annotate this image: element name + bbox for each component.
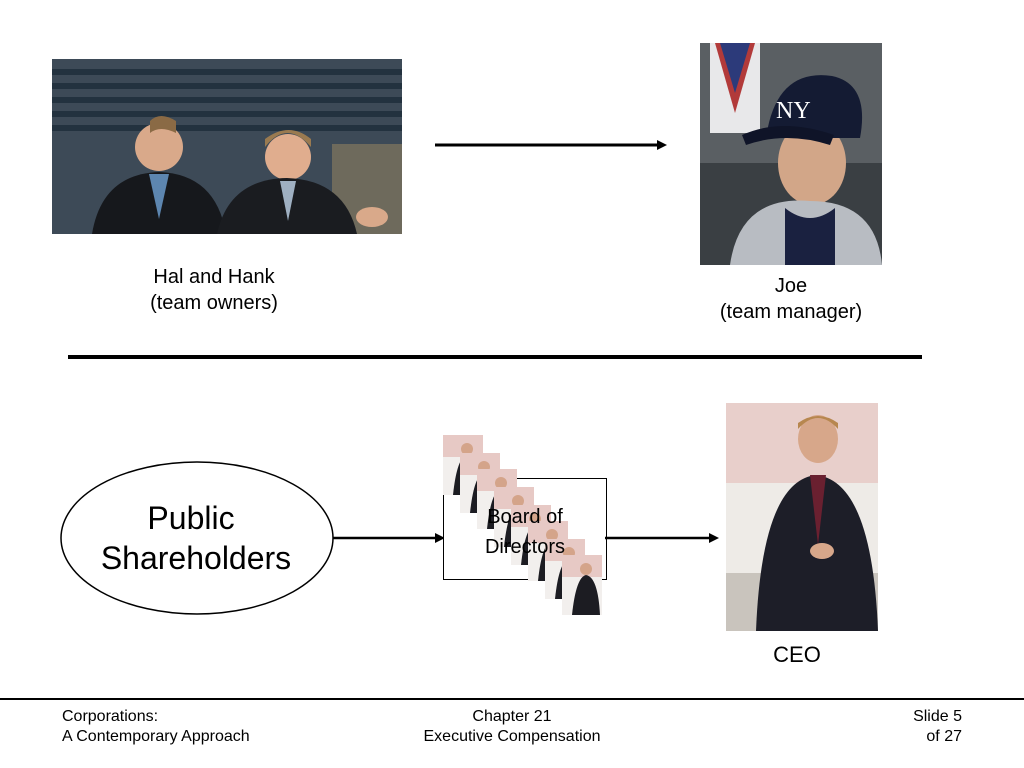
shareholders-to-board-arrow (333, 533, 445, 543)
board-to-ceo-arrow (605, 533, 719, 543)
footer-center-line2: Executive Compensation (423, 728, 601, 745)
owners-caption-line1: Hal and Hank (153, 266, 275, 288)
footer-divider (0, 698, 1024, 700)
footer-right-line2: of 27 (926, 728, 962, 745)
footer-right: Slide 5 of 27 (762, 707, 962, 747)
owners-caption: Hal and Hank (team owners) (104, 264, 324, 316)
ceo-caption: CEO (773, 642, 821, 667)
svg-text:NY: NY (776, 98, 811, 124)
board-line1: Board of (487, 506, 563, 528)
manager-caption-line1: Joe (774, 275, 808, 297)
manager-caption: Joe (team manager) (681, 273, 901, 325)
manager-caption-line2: (team manager) (719, 301, 863, 323)
shareholders-line1: Public (147, 500, 235, 536)
section-divider (68, 355, 922, 359)
ceo-photo (726, 403, 878, 631)
footer-center: Chapter 21 Executive Compensation (362, 707, 662, 747)
footer-left-line2: A Contemporary Approach (62, 728, 250, 745)
footer-left-line1: Corporations: (62, 708, 159, 725)
shareholders-label: Public Shareholders (80, 498, 312, 578)
board-label: Board of Directors (462, 502, 588, 562)
manager-photo: NY (700, 43, 882, 265)
footer-right-line1: Slide 5 (913, 708, 962, 725)
owners-to-manager-arrow (435, 140, 667, 150)
footer-center-line1: Chapter 21 (472, 708, 552, 725)
footer-left: Corporations: A Contemporary Approach (62, 707, 362, 747)
owners-caption-line2: (team owners) (150, 292, 278, 314)
board-line2: Directors (484, 536, 565, 558)
owners-photo (52, 59, 402, 234)
shareholders-line2: Shareholders (100, 540, 292, 576)
